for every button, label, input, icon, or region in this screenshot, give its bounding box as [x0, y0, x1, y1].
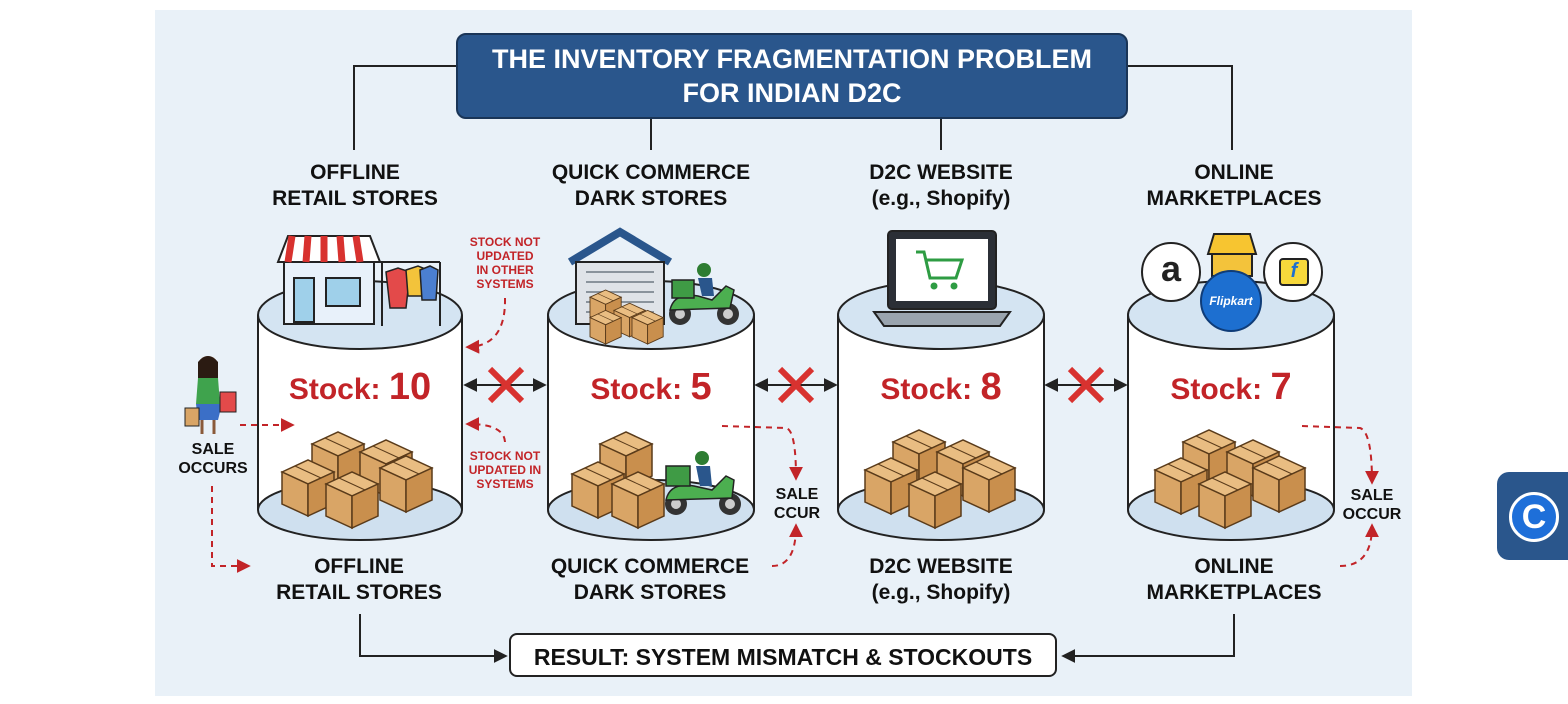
stock-label: Stock: [590, 373, 691, 406]
channel-label-offline-top: OFFLINE RETAIL STORES [225, 160, 485, 212]
stock-value: 7 [1270, 366, 1292, 408]
stock-value: 10 [388, 366, 432, 408]
amazon-logo: a [1141, 242, 1201, 302]
sale-flow-arrow [211, 486, 251, 573]
note-line: SYSTEMS [476, 477, 534, 491]
label-line: RETAIL STORES [276, 581, 442, 604]
label-line: (e.g., Shopify) [871, 187, 1011, 210]
label-line: (e.g., Shopify) [871, 581, 1011, 604]
label-line: DARK STORES [574, 187, 728, 210]
sale-flow-arrow [1339, 523, 1379, 567]
label-line: MARKETPLACES [1146, 187, 1322, 210]
sale-line: CCUR [773, 505, 821, 522]
sale-flow-arrow [1301, 425, 1379, 485]
stock-value: 8 [980, 366, 1002, 408]
label-line: DARK STORES [573, 581, 727, 604]
sale-line: SALE [775, 486, 819, 503]
stock-label: Stock: [288, 373, 389, 406]
note-line: STOCK NOT [469, 235, 541, 249]
label-line: QUICK COMMERCE [551, 161, 751, 184]
sale-line: OCCUR [1342, 506, 1402, 523]
label-line: D2C WEBSITE [869, 161, 1013, 184]
result-connector-right [1061, 614, 1235, 663]
stock-quick-commerce: Stock: 5 [531, 366, 771, 409]
label-line: OFFLINE [310, 161, 400, 184]
blocked-sync-icon [1044, 366, 1128, 404]
label-line: RETAIL STORES [272, 187, 438, 210]
assistant-c-icon: C [1509, 492, 1559, 542]
stock-marketplaces: Stock: 7 [1111, 366, 1351, 409]
note-line: STOCK NOT [469, 449, 541, 463]
clothes-rack-icon [380, 261, 441, 326]
channel-label-marketplaces-top: ONLINE MARKETPLACES [1104, 160, 1364, 212]
sale-occurs-offline: SALE OCCURS [168, 440, 258, 478]
result-connector-left [359, 614, 508, 663]
title-connector-right [1128, 65, 1233, 150]
flipkart-bag-icon: f [1279, 258, 1309, 286]
result-box: RESULT: SYSTEM MISMATCH & STOCKOUTS [509, 633, 1057, 677]
flipkart-logo: Flipkart [1200, 270, 1262, 332]
note-stock-not-updated-lower: STOCK NOT UPDATED IN SYSTEMS [450, 449, 560, 491]
label-line: ONLINE [1194, 555, 1274, 578]
delivery-scooter-icon [669, 263, 739, 325]
note-line: UPDATED [476, 249, 534, 263]
diagram-title: THE INVENTORY FRAGMENTATION PROBLEM FOR … [456, 33, 1128, 119]
notice-arrow [465, 417, 506, 443]
note-line: UPDATED IN [468, 463, 542, 477]
stock-offline: Stock: 10 [240, 366, 480, 409]
title-line-2: FOR INDIAN D2C [682, 78, 902, 108]
channel-label-qc-top: QUICK COMMERCE DARK STORES [521, 160, 781, 212]
stock-value: 5 [690, 366, 712, 408]
stock-d2c: Stock: 8 [821, 366, 1061, 409]
title-line-1: THE INVENTORY FRAGMENTATION PROBLEM [491, 44, 1092, 74]
blocked-sync-icon [754, 366, 838, 404]
stock-label: Stock: [1170, 373, 1271, 406]
delivery-scooter-icon [665, 451, 741, 515]
label-line: OFFLINE [314, 555, 404, 578]
sale-flow-arrow [771, 523, 803, 567]
sale-line: SALE [1350, 487, 1394, 504]
title-connector-left [353, 65, 456, 150]
blocked-sync-icon [463, 366, 547, 404]
shopper-icon [184, 356, 237, 434]
laptop-cart-icon [872, 230, 1012, 327]
channel-label-marketplaces-bottom: ONLINE MARKETPLACES [1104, 554, 1364, 606]
storefront-icon [276, 235, 382, 325]
channel-label-d2c-bottom: D2C WEBSITE (e.g., Shopify) [811, 554, 1071, 606]
label-line: ONLINE [1194, 161, 1274, 184]
note-line: IN OTHER [476, 263, 534, 277]
sale-occur-marketplaces: SALE OCCUR [1327, 486, 1417, 524]
label-line: MARKETPLACES [1146, 581, 1322, 604]
channel-label-d2c-top: D2C WEBSITE (e.g., Shopify) [811, 160, 1071, 212]
label-line: D2C WEBSITE [869, 555, 1013, 578]
sale-flow-arrow [721, 425, 803, 481]
flipkart-bag-logo: f [1263, 242, 1323, 302]
label-line: QUICK COMMERCE [550, 555, 750, 578]
sale-line: SALE [191, 441, 235, 458]
note-line: SYSTEMS [476, 277, 534, 291]
channel-label-offline-bottom: OFFLINE RETAIL STORES [229, 554, 489, 606]
floating-assistant-button[interactable]: C [1497, 472, 1568, 560]
note-stock-not-updated-upper: STOCK NOT UPDATED IN OTHER SYSTEMS [450, 235, 560, 291]
sale-occur-qc: SALE CCUR [752, 485, 842, 523]
sale-line: OCCURS [178, 460, 248, 477]
stock-label: Stock: [880, 373, 981, 406]
channel-label-qc-bottom: QUICK COMMERCE DARK STORES [520, 554, 780, 606]
notice-arrow [465, 297, 507, 354]
